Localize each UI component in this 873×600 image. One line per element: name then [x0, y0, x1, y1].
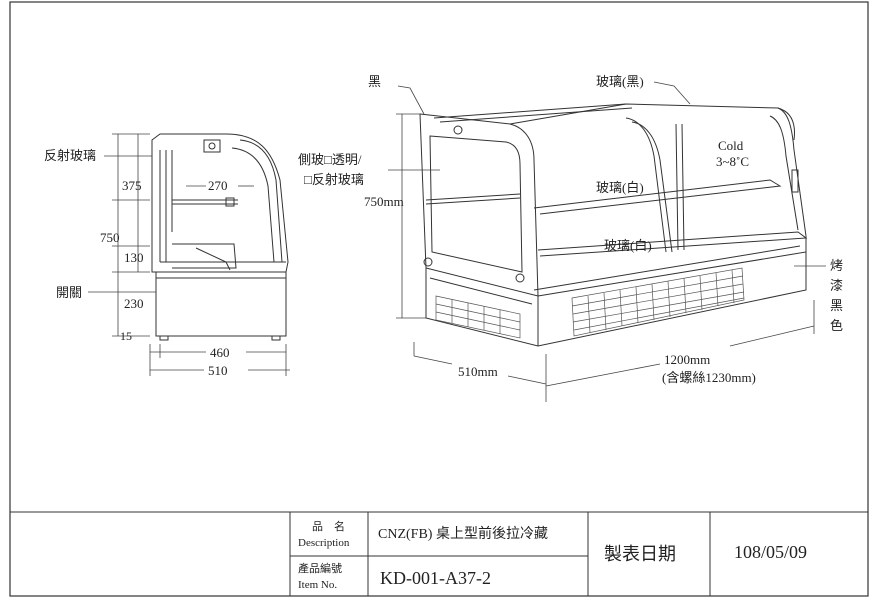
upper-shelf: [533, 179, 782, 215]
title-block: [10, 511, 868, 596]
label-reflective-glass: 反射玻璃: [44, 148, 96, 163]
label-temperature: 3~8˚C: [716, 154, 749, 169]
dim-side-510: 510: [208, 363, 228, 378]
title-item-value: KD-001-A37-2: [380, 568, 491, 588]
label-baked-paint-3: 黑: [830, 298, 843, 313]
label-baked-paint-2: 漆: [830, 278, 843, 293]
label-baked-paint-1: 烤: [830, 258, 843, 273]
title-item-label: 產品編號: [298, 561, 342, 575]
title-date-value: 108/05/09: [734, 542, 807, 562]
dim-side-750: 750: [100, 230, 120, 245]
lower-shelf: [537, 231, 808, 257]
dim-side-15: 15: [120, 329, 132, 343]
dim-main-width-note: (含螺絲1230mm): [662, 370, 756, 385]
side-base-cabinet: [155, 271, 287, 337]
title-name-label-en: Description: [298, 537, 350, 549]
title-item-label-en: Item No.: [298, 579, 337, 591]
title-name-value: CNZ(FB) 桌上型前後拉冷藏: [378, 525, 548, 542]
label-side-glass-2: □反射玻璃: [304, 172, 364, 187]
label-glass-white-upper: 玻璃(白): [596, 180, 644, 195]
label-glass-black: 玻璃(黑): [596, 74, 644, 89]
dim-side-375: 375: [122, 178, 142, 193]
dim-side-130: 130: [124, 250, 144, 265]
main-view: [419, 103, 808, 347]
front-ventilation-grille: [435, 267, 745, 339]
side-case-outline: [151, 133, 289, 273]
label-cold: Cold: [718, 138, 744, 153]
dim-side-230: 230: [124, 296, 144, 311]
dim-side-460: 460: [210, 345, 230, 360]
drawing-frame: [9, 1, 869, 597]
dim-main-height: 750mm: [364, 194, 404, 209]
title-name-label: 品 名: [312, 519, 345, 533]
dim-main-width: 1200mm: [664, 352, 710, 367]
main-dimensions: [388, 81, 826, 402]
label-baked-paint-4: 色: [830, 318, 843, 333]
label-glass-white-lower: 玻璃(白): [604, 238, 652, 253]
dim-side-270: 270: [208, 178, 228, 193]
side-view: [151, 133, 289, 341]
label-side-glass-1: 側玻□透明/: [298, 152, 362, 167]
label-black: 黑: [368, 74, 381, 89]
left-side-panel: [419, 113, 539, 297]
side-dimensions: [88, 133, 290, 376]
left-side-window: [429, 135, 523, 273]
dim-main-depth: 510mm: [458, 364, 498, 379]
label-switch: 開關: [56, 285, 82, 300]
base-cabinet: [425, 252, 807, 347]
title-date-label: 製表日期: [604, 544, 676, 564]
